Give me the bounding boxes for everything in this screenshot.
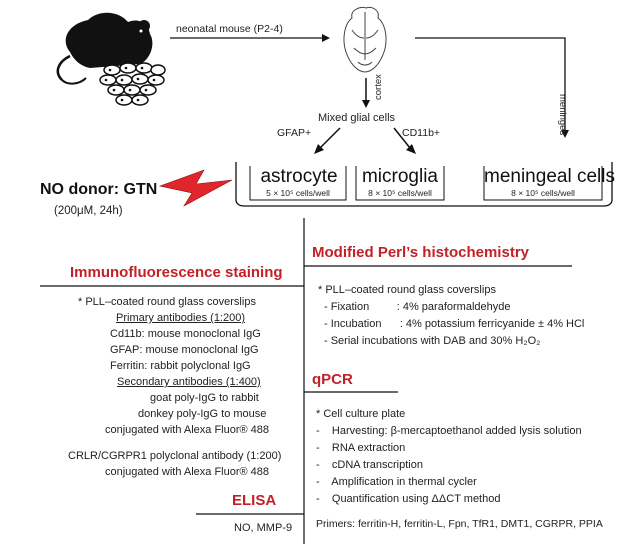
cd11b-arrow: [393, 127, 411, 149]
cortex-label: cortex: [373, 74, 384, 100]
mixed-glial-label: Mixed glial cells: [318, 112, 396, 124]
immuno-line: goat poly-IgG to rabbit: [150, 392, 259, 404]
lightning-bolt-icon: [158, 169, 233, 207]
treatment-condition: (200μM, 24h): [54, 205, 123, 217]
immuno-line: donkey poly-IgG to mouse: [138, 408, 267, 420]
microglia-title: microglia: [361, 166, 439, 187]
elisa-title: ELISA: [232, 492, 277, 509]
pup-eyes: [104, 66, 156, 102]
meninges-label: meninges: [557, 94, 568, 136]
immuno-line: Secondary antibodies (1:400): [117, 376, 261, 388]
mouse-icon: [56, 12, 153, 85]
immuno-line: Ferritin: rabbit polyclonal IgG: [110, 360, 251, 372]
elisa-line: NO, MMP-9: [234, 522, 293, 534]
qpcr-title: qPCR: [312, 371, 353, 388]
neonatal-label: neonatal mouse (P2-4): [176, 23, 283, 35]
immuno-line: CRLR/CGRPR1 polyclonal antibody (1:200): [68, 450, 282, 462]
perls-line: * PLL–coated round glass coverslips: [318, 284, 496, 296]
perls-line: - Serial incubations with DAB and 30% H₂…: [324, 335, 541, 347]
cortex-arrow: [362, 100, 370, 108]
qpcr-primers: Primers: ferritin-H, ferritin-L, Fpn, Tf…: [316, 518, 603, 530]
immuno-line: * PLL–coated round glass coverslips: [78, 296, 256, 308]
perls-line: - Fixation : 4% paraformaldehyde: [324, 301, 511, 313]
qpcr-line: - RNA extraction: [316, 442, 406, 454]
qpcr-line: - cDNA transcription: [316, 459, 423, 471]
qpcr-line: - Amplification in thermal cycler: [316, 476, 477, 488]
qpcr-line: - Harvesting: β-mercaptoethanol added ly…: [316, 425, 582, 437]
immuno-title: Immunofluorescence staining: [70, 264, 283, 281]
astrocyte-density: 5 × 10⁵ cells/well: [266, 188, 330, 198]
perls-line: - Incubation : 4% potassium ferricyanide…: [324, 318, 585, 330]
qpcr-line: * Cell culture plate: [316, 408, 406, 420]
gfap-label: GFAP+: [277, 127, 312, 139]
immuno-line: GFAP: mouse monoclonal IgG: [110, 344, 259, 356]
immuno-line: Cd11b: mouse monoclonal IgG: [110, 328, 261, 340]
meningeal-density: 8 × 10⁵ cells/well: [511, 188, 575, 198]
cd11b-label: CD11b+: [402, 127, 441, 139]
immuno-line: conjugated with Alexa Fluor® 488: [105, 424, 270, 436]
microglia-density: 8 × 10⁵ cells/well: [368, 188, 432, 198]
meningeal-well: [483, 166, 603, 201]
treatment-title: NO donor: GTN: [40, 181, 158, 198]
meningeal-title: meningeal cells: [484, 166, 615, 187]
astrocyte-well: [249, 166, 347, 201]
brain-icon: [343, 7, 387, 73]
meninges-arrow: [415, 37, 566, 130]
perls-title: Modified Perl’s histochemistry: [312, 244, 529, 261]
gfap-arrow: [319, 127, 341, 149]
immuno-line: Primary antibodies (1:200): [116, 312, 246, 324]
qpcr-line: - Quantification using ΔΔCT method: [316, 493, 501, 505]
astrocyte-title: astrocyte: [260, 166, 338, 187]
microglia-well: [355, 166, 445, 201]
cells-bracket: [235, 162, 613, 207]
pups-icon: [99, 62, 166, 106]
immuno-line: conjugated with Alexa Fluor® 488: [105, 466, 270, 478]
